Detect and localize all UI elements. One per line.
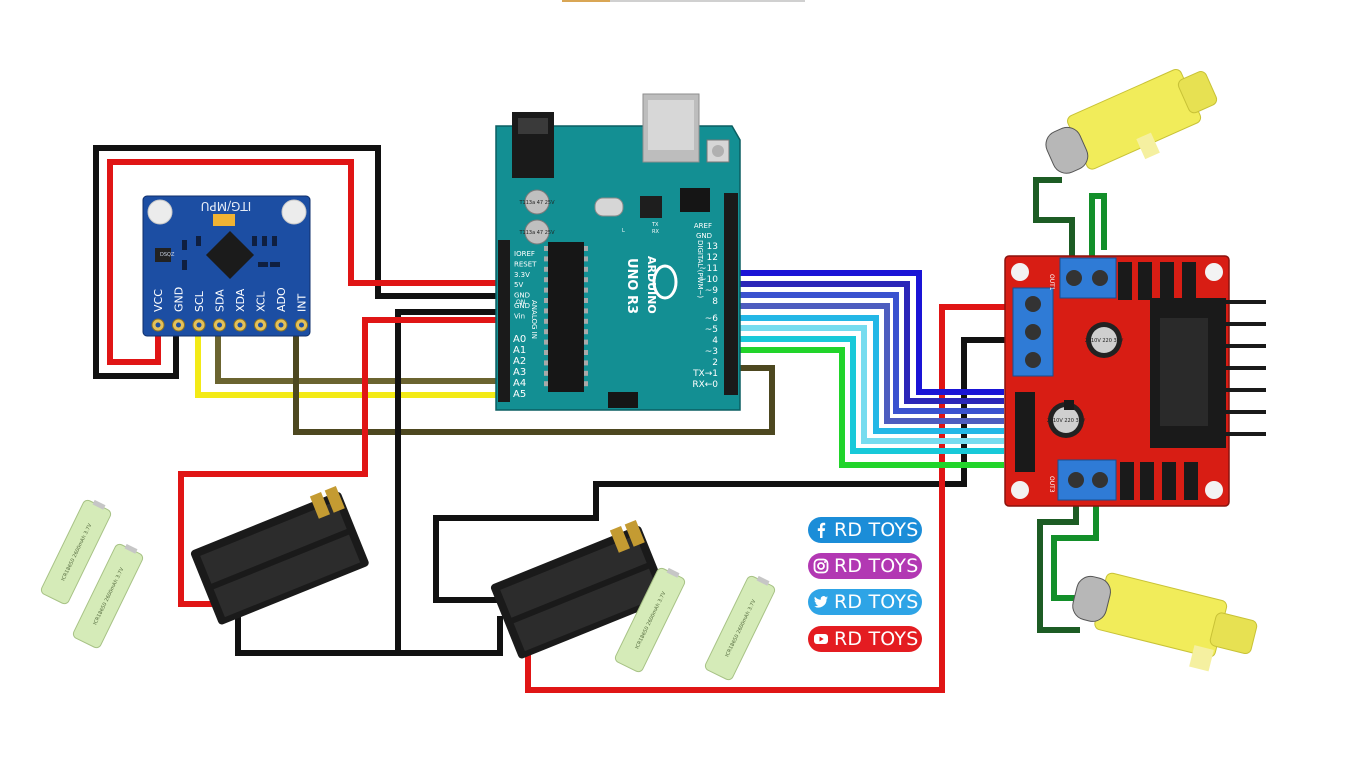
arduino-brand: ARDUINO <box>645 256 658 314</box>
youtube-icon <box>808 626 834 652</box>
wire-blue-1 <box>738 270 1004 395</box>
battery-cell: ICR18650 2600mAh 3.7V <box>704 575 776 681</box>
wire-red-battery2-driver <box>525 304 1008 693</box>
svg-text:2J 10V 220 35V: 2J 10V 220 35V <box>1085 338 1124 344</box>
digital-pin-label: ~3 <box>705 347 718 357</box>
mpu-pin-label: VCC <box>152 289 165 312</box>
wire-black-mpu-gnd <box>93 145 500 379</box>
youtube-link[interactable]: RD TOYS <box>808 626 922 652</box>
wire-cyan-2 <box>738 325 1004 444</box>
digital-pin-label: TX→1 <box>692 369 718 379</box>
facebook-link[interactable]: RD TOYS <box>808 517 922 543</box>
wire-motor1-a <box>1033 177 1075 275</box>
arduino-cap-1 <box>524 189 550 215</box>
twitter-icon <box>808 589 834 615</box>
mpu-pin-label: SCL <box>193 290 206 312</box>
wire-red-mpu-vcc <box>107 159 500 365</box>
wire-cyan-3 <box>738 336 1004 454</box>
wire-black-battery2-driver <box>433 337 1008 603</box>
gnd-label: GND <box>696 232 712 240</box>
digital-pin-label: ~5 <box>705 325 718 335</box>
mpu-pin-label: GND <box>173 287 186 312</box>
analog-pin-label: A1 <box>513 345 526 356</box>
mpu-chip-label: DSQZ <box>160 252 175 258</box>
aref-label: AREF <box>694 222 712 230</box>
svg-text:L: L <box>622 228 625 234</box>
wire-motor2-b <box>1051 492 1099 601</box>
power-pin-label: 5V <box>514 281 523 289</box>
out1-label: OUT1 <box>1048 274 1055 291</box>
digital-pin-label: RX←0 <box>692 380 718 390</box>
mpu-module: ITG/MPU DSQZ VCC GND SCL SDA XDA XCL ADO INT <box>142 195 311 337</box>
analog-pin-label: A5 <box>513 389 526 400</box>
social-label: RD TOYS <box>834 628 919 650</box>
analog-pin-label: A2 <box>513 356 526 367</box>
digital-pin-label: ~9 <box>705 286 719 296</box>
power-pin-label: RESET <box>514 260 537 268</box>
power-pin-label: 3.3V <box>514 271 530 279</box>
digital-pin-label: 8 <box>712 297 718 307</box>
svg-text:T113a 47 25V: T113a 47 25V <box>519 200 556 206</box>
motor-top <box>1045 68 1218 174</box>
arduino-cap-2 <box>524 219 550 245</box>
wire-motor1-b <box>1089 193 1107 275</box>
power-pin-label: Vin <box>514 312 525 320</box>
arduino-model: UNO R3 <box>624 258 639 314</box>
wire-blue-3 <box>738 292 1004 414</box>
wire-green-1 <box>738 347 1004 468</box>
mpu-pin-label: INT <box>296 294 309 312</box>
wire-cyan-1 <box>738 315 1004 434</box>
svg-text:ON: ON <box>516 299 525 306</box>
analog-pin-label: A4 <box>513 378 526 389</box>
mpu-pin-label: XCL <box>255 291 268 312</box>
social-label: RD TOYS <box>834 519 919 541</box>
mpu-pin-label: XDA <box>234 288 247 312</box>
social-label: RD TOYS <box>834 591 919 613</box>
svg-text:RX: RX <box>652 229 659 235</box>
power-pin-label: GND <box>514 302 530 310</box>
motor-driver: 2J 10V 220 35V 2J 10V 220 35V OUT1 OUT3 <box>1004 255 1266 507</box>
wire-olive-int <box>293 335 775 435</box>
svg-text:T113a 47 25V: T113a 47 25V <box>519 230 556 236</box>
digital-pin-label: 2 <box>712 358 718 368</box>
twitter-link[interactable]: RD TOYS <box>808 589 922 615</box>
digital-pin-label: 12 <box>707 253 718 263</box>
digital-pin-label: ~11 <box>699 264 718 274</box>
wire-yellow-scl <box>195 335 498 398</box>
social-label: RD TOYS <box>834 555 919 577</box>
svg-text:2J 10V 220 35V: 2J 10V 220 35V <box>1047 418 1086 424</box>
out3-label: OUT3 <box>1048 476 1055 493</box>
analog-in-label: ANALOG IN <box>530 300 538 339</box>
digital-pin-label: ~10 <box>699 275 718 285</box>
analog-pin-label: A3 <box>513 367 526 378</box>
facebook-icon <box>808 517 834 543</box>
motor-bottom <box>1072 572 1258 672</box>
instagram-icon <box>808 553 834 579</box>
battery-holder-2 <box>490 519 669 659</box>
wire-blue-2 <box>738 281 1004 404</box>
digital-pin-label: ~6 <box>705 314 719 324</box>
wires <box>93 145 1107 693</box>
wire-motor2-a <box>1037 492 1080 633</box>
wire-olive-sda <box>215 335 498 384</box>
power-pin-label: IOREF <box>514 250 535 258</box>
mpu-pin-label: SDA <box>214 289 227 312</box>
digital-pin-label: 4 <box>712 336 718 346</box>
arduino-uno: T113a 47 25V T113a 47 25V IOREF RESET 3.3V… <box>495 93 741 411</box>
wire-black-battery2-return <box>398 616 503 656</box>
svg-text:TX: TX <box>651 222 659 228</box>
mpu-title: ITG/MPU <box>201 199 252 213</box>
digital-label: DIGITAL (PWM~) <box>696 240 704 298</box>
analog-pin-label: A0 <box>513 334 526 345</box>
instagram-link[interactable]: RD TOYS <box>808 553 922 579</box>
battery-holder-1 <box>190 485 369 625</box>
power-pin-label: GND <box>514 292 530 300</box>
mpu-pin-row: VCC GND SCL SDA XDA XCL ADO INT <box>151 287 309 332</box>
digital-pin-label: 13 <box>707 242 718 252</box>
mpu-pin-label: ADO <box>275 287 288 312</box>
wire-blue-4 <box>738 303 1004 424</box>
wire-red-vin-battery1 <box>178 317 500 607</box>
